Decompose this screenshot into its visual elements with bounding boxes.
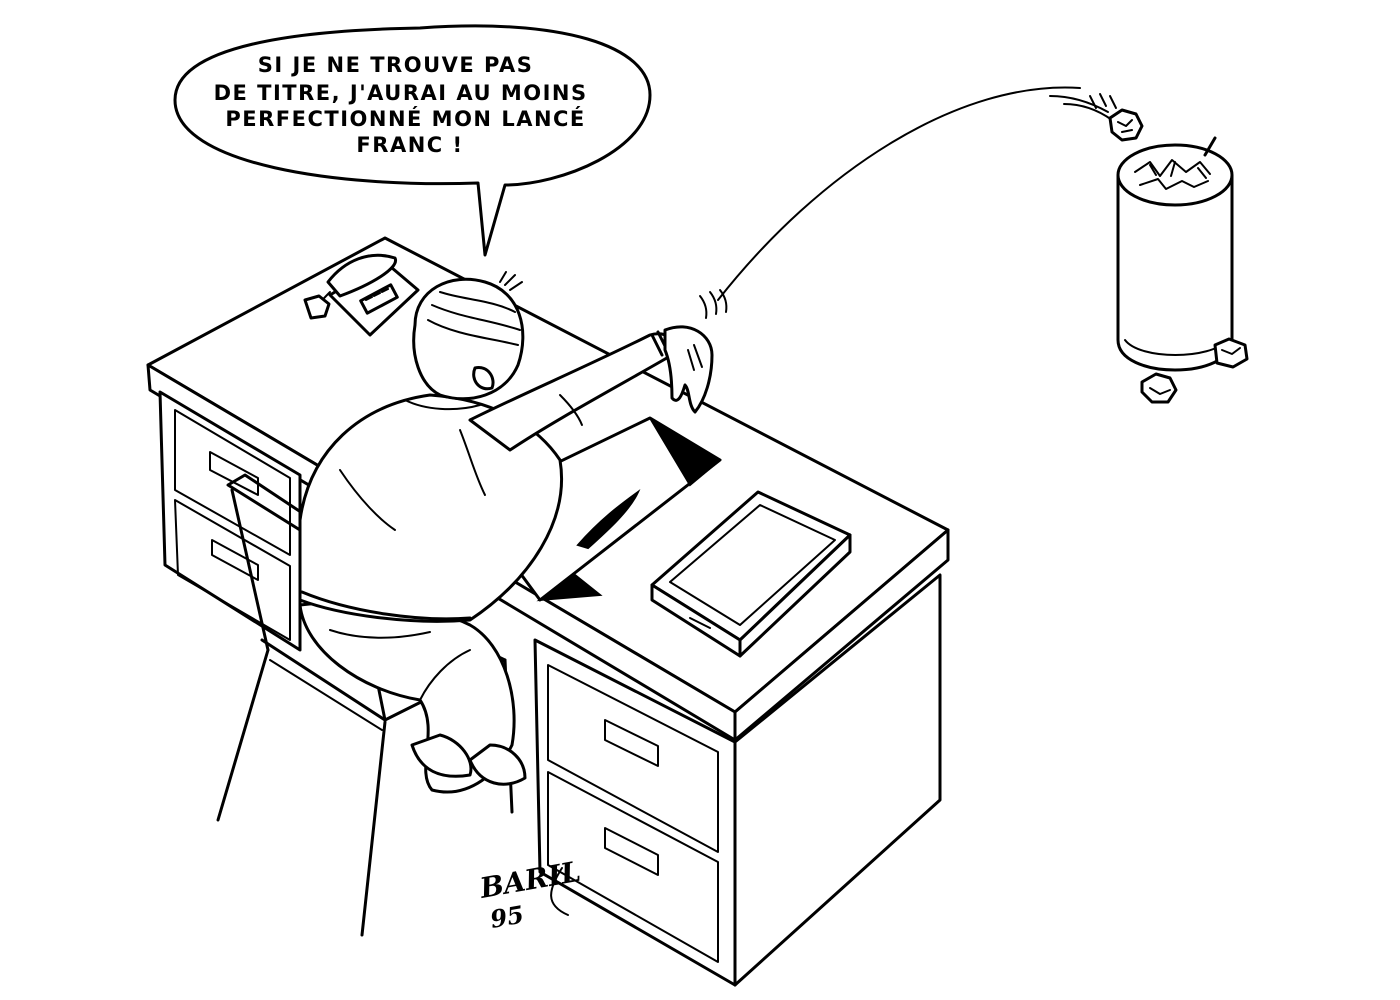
throw-trajectory xyxy=(699,86,1117,319)
in-tray xyxy=(650,490,852,658)
seated-man xyxy=(298,271,714,794)
speech-line-3: PERFECTIONNÉ MON LANCÉ xyxy=(225,106,585,131)
speech-line-2: DE TITRE, J'AURAI AU MOINS xyxy=(214,81,588,105)
signature-name: BARIL xyxy=(477,855,584,905)
telephone-icon xyxy=(303,253,420,337)
speech-bubble: SI JE NE TROUVE PAS DE TITRE, J'AURAI AU… xyxy=(173,24,652,257)
artist-signature: BARIL 95 xyxy=(477,855,584,934)
missed-paper-balls xyxy=(1140,337,1249,404)
svg-text:SI JE NE TROUVE PAS DE T: SI JE NE TROUVE PAS DE TITRE, J'AURAI AU… xyxy=(214,53,597,157)
speech-line-4: FRANC ! xyxy=(356,133,463,157)
paper-ball-icon xyxy=(1108,108,1144,142)
speech-line-1: SI JE NE TROUVE PAS xyxy=(258,53,534,77)
waste-bin xyxy=(1116,136,1234,372)
signature-year: 95 xyxy=(488,900,526,934)
